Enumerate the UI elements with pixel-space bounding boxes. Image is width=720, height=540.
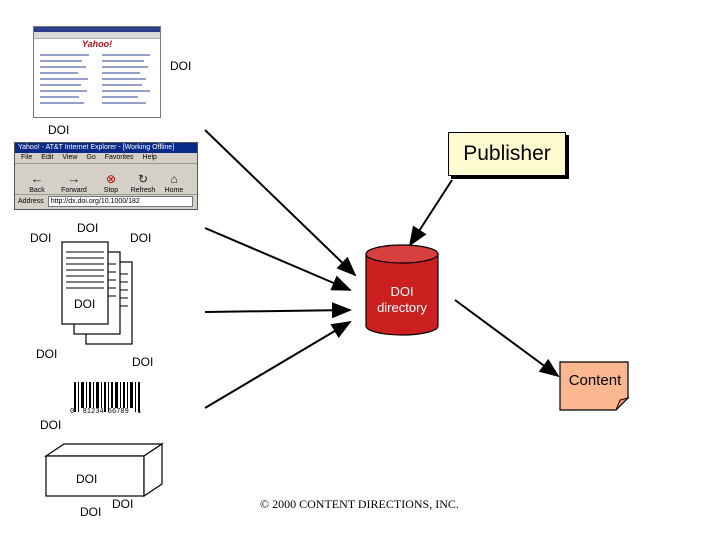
back-label: Back bbox=[29, 187, 45, 194]
browser-addressbar: Address http://dx.doi.org/10.1000/182 bbox=[15, 195, 197, 208]
doi-label-docs-center: DOI bbox=[74, 297, 96, 311]
doi-directory-line2: directory bbox=[377, 300, 427, 315]
refresh-label: Refresh bbox=[130, 187, 156, 194]
webpage-toolbar bbox=[34, 32, 160, 39]
forward-button[interactable]: → Forward bbox=[53, 171, 95, 194]
box-top-face bbox=[44, 443, 164, 457]
webpage-logo: Yahoo! bbox=[81, 39, 113, 49]
menu-view[interactable]: View bbox=[62, 154, 78, 161]
address-label: Address bbox=[18, 198, 44, 205]
webpage-titlebar bbox=[34, 27, 160, 32]
arrow-directory-to-content bbox=[454, 299, 560, 378]
stop-icon: ⊗ bbox=[105, 172, 117, 186]
menu-edit[interactable]: Edit bbox=[41, 154, 54, 161]
forward-arrow-icon: → bbox=[67, 171, 81, 186]
box-icon bbox=[44, 442, 164, 498]
doi-label-box-center: DOI bbox=[76, 472, 98, 486]
stop-label: Stop bbox=[103, 187, 119, 194]
doi-label-barcode: DOI bbox=[40, 418, 62, 432]
home-button[interactable]: ⌂ Home bbox=[159, 171, 189, 194]
copyright-notice: © 2000 CONTENT DIRECTIONS, INC. bbox=[260, 497, 459, 511]
box-front-face bbox=[45, 455, 145, 497]
doi-directory-line1: DOI bbox=[390, 284, 414, 299]
doi-label-browser: DOI bbox=[48, 123, 70, 137]
menu-go[interactable]: Go bbox=[86, 154, 96, 161]
home-label: Home bbox=[164, 187, 184, 194]
publisher-label: Publisher bbox=[463, 142, 551, 165]
menu-help[interactable]: Help bbox=[142, 154, 157, 161]
doi-label-docs-top: DOI bbox=[77, 221, 99, 235]
document-stack-icon bbox=[61, 241, 133, 345]
doi-label-box-bottom-right: DOI bbox=[112, 497, 134, 511]
back-arrow-icon: ← bbox=[30, 171, 44, 186]
doi-label-box-bottom-left: DOI bbox=[80, 505, 102, 519]
doi-label-docs-left: DOI bbox=[30, 231, 52, 245]
browser-titlebar: Yahoo! - AT&T Internet Explorer - [Worki… bbox=[15, 143, 197, 153]
doi-label-docs-bottom-right: DOI bbox=[132, 355, 154, 369]
box-side-face bbox=[143, 442, 163, 498]
content-label: Content bbox=[568, 372, 622, 389]
address-input[interactable]: http://dx.doi.org/10.1000/182 bbox=[47, 196, 193, 207]
browser-window: Yahoo! - AT&T Internet Explorer - [Worki… bbox=[14, 142, 198, 210]
back-button[interactable]: ← Back bbox=[21, 171, 53, 194]
publisher-box: Publisher bbox=[448, 132, 566, 176]
doi-label-webpage: DOI bbox=[170, 59, 192, 73]
doi-label-docs-right: DOI bbox=[130, 231, 152, 245]
forward-label: Forward bbox=[61, 187, 87, 194]
content-note-icon bbox=[559, 361, 630, 411]
arrow-webpage-to-directory bbox=[204, 129, 357, 277]
arrow-publisher-to-directory bbox=[408, 179, 453, 247]
refresh-icon: ↻ bbox=[137, 172, 149, 186]
menu-file[interactable]: File bbox=[21, 154, 33, 161]
webpage-thumbnail: Yahoo! bbox=[33, 26, 161, 118]
barcode-icon bbox=[74, 382, 140, 412]
menu-favorites[interactable]: Favorites bbox=[104, 154, 134, 161]
stop-button[interactable]: ⊗ Stop bbox=[95, 171, 127, 194]
arrow-browser-to-directory bbox=[204, 227, 352, 291]
arrow-barcode-to-directory bbox=[204, 320, 352, 409]
home-icon: ⌂ bbox=[170, 172, 178, 186]
arrow-documents-to-directory bbox=[204, 302, 352, 319]
doi-directory-label: DOI directory bbox=[366, 284, 438, 316]
refresh-button[interactable]: ↻ Refresh bbox=[127, 171, 159, 194]
document-page-front bbox=[61, 241, 109, 325]
barcode-digits: 0 81234 56789 1 bbox=[70, 408, 142, 416]
doi-label-docs-bottom: DOI bbox=[36, 347, 58, 361]
browser-menubar: File Edit View Go Favorites Help bbox=[15, 153, 197, 164]
browser-toolbar: ← Back → Forward ⊗ Stop ↻ Refresh ⌂ Home bbox=[15, 164, 197, 195]
webpage-text-lines bbox=[40, 54, 150, 104]
doi-directory-cylinder-icon bbox=[365, 244, 439, 336]
